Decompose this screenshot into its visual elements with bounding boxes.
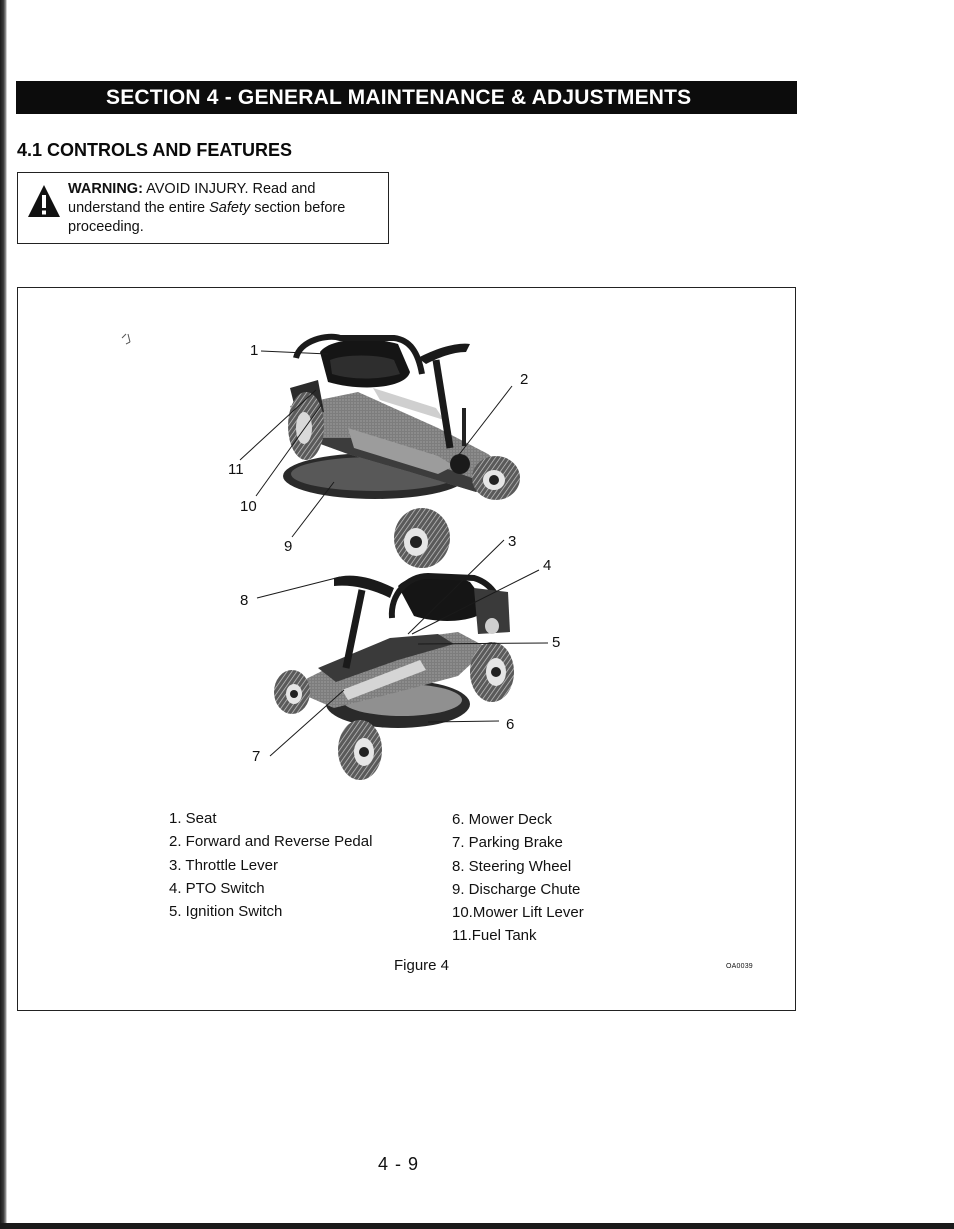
legend-item: 4. PTO Switch (169, 879, 265, 897)
legend-item: 6. Mower Deck (452, 811, 553, 828)
legend-item: 7. Parking Brake (452, 834, 563, 852)
legend-item: 5. Ignition Switch (169, 903, 283, 921)
figure-caption: Figure 4 (394, 957, 450, 974)
section-title: SECTION 4 - GENERAL MAINTENANCE & ADJUST… (106, 86, 692, 109)
callout-10: 10 (240, 498, 257, 515)
callout-9: 9 (284, 538, 293, 555)
scan-speck (121, 333, 131, 345)
callout-1: 1 (250, 342, 259, 359)
warning-text: WARNING: AVOID INJURY. Read and understa… (68, 180, 378, 237)
legend-left: 1. Seat 2. Forward and Reverse Pedal 3. … (169, 807, 372, 923)
legend-item: 11.Fuel Tank (452, 927, 537, 945)
callout-7: 7 (252, 748, 261, 765)
callout-leaders (239, 350, 549, 757)
warning-body-2: section before proceeding. (68, 200, 346, 235)
page-number: 4 - 9 (378, 1154, 420, 1174)
scan-edge-bottom (0, 1223, 954, 1229)
warning-triangle-icon (28, 185, 60, 217)
warning-body-1: AVOID INJURY. Read and understand the en… (68, 181, 316, 216)
legend-item: 8. Steering Wheel (452, 857, 572, 875)
legend-item: 2. Forward and Reverse Pedal (169, 833, 373, 851)
legend-item: 3. Throttle Lever (169, 856, 278, 874)
warning-box: WARNING: AVOID INJURY. Read and understa… (17, 172, 389, 244)
callout-5: 5 (552, 634, 561, 651)
section-header: SECTION 4 - GENERAL MAINTENANCE & ADJUST… (16, 81, 797, 114)
callout-6: 6 (506, 716, 515, 733)
mower-top-view (283, 333, 520, 568)
callout-11: 11 (228, 461, 244, 478)
mower-illustration (121, 333, 549, 780)
subsection-title: 4.1 CONTROLS AND FEATURES (17, 140, 293, 160)
mower-bottom-view (274, 572, 514, 780)
callout-4: 4 (543, 557, 552, 574)
callout-2: 2 (520, 371, 529, 388)
figure-code: OA0039 (726, 963, 753, 970)
scan-edge-left (0, 0, 7, 1229)
legend-item: 9. Discharge Chute (452, 880, 581, 898)
legend-item: 10.Mower Lift Lever (452, 904, 584, 922)
callout-8: 8 (240, 592, 249, 609)
legend-right: 6. Mower Deck 7. Parking Brake 8. Steeri… (452, 808, 584, 948)
warning-emphasis: Safety (209, 200, 251, 216)
figure-box: 1 2 3 4 5 6 7 8 9 10 11 1. Seat 2. Forwa… (17, 287, 796, 1011)
legend-item: 1. Seat (169, 810, 217, 827)
callout-3: 3 (508, 533, 517, 550)
warning-label: WARNING: (68, 181, 143, 197)
